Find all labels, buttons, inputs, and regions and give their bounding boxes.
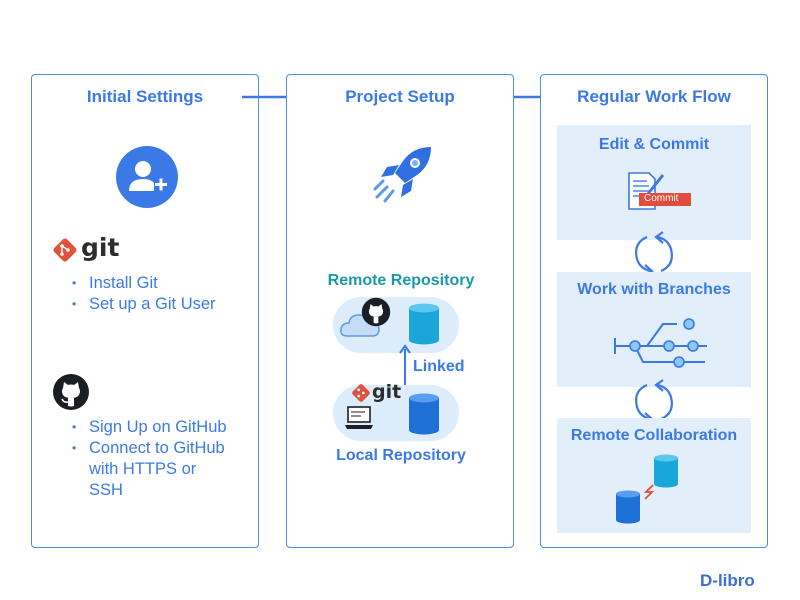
project-setup-title: Project Setup — [345, 87, 455, 106]
list-item-line: SSH — [89, 481, 123, 499]
remote-repository-label: Remote Repository — [327, 272, 475, 289]
brand-logo: D-libro — [700, 571, 755, 591]
step-title: Remote Collaboration — [570, 427, 738, 444]
initial-settings-title: Initial Settings — [86, 87, 204, 106]
list-item: Install Git — [72, 273, 216, 294]
project-setup-panel: Project Setup Remote Repository Linked — [286, 74, 514, 548]
local-repository-label: Local Repository — [336, 447, 466, 464]
add-user-icon — [116, 146, 178, 208]
step-title: Work with Branches — [577, 281, 731, 298]
git-wordmark: git — [372, 381, 402, 403]
rocket-icon — [373, 147, 431, 203]
regular-work-flow-title: Regular Work Flow — [577, 87, 731, 106]
brand-logo-text: D-libro — [700, 571, 755, 590]
cloud-icon — [340, 314, 380, 337]
list-item-line: with HTTPS or — [89, 460, 197, 478]
branch-graph-icon — [614, 318, 707, 368]
git-logo-icon — [352, 384, 370, 402]
linked-label: Linked — [413, 358, 465, 375]
initial-settings-panel: Initial Settings git Install Git Set up … — [31, 74, 259, 548]
laptop-icon — [345, 406, 373, 429]
github-logo-icon — [53, 374, 89, 410]
step-title: Edit & Commit — [598, 136, 710, 153]
step-edit-commit: Edit & Commit Commit — [557, 125, 751, 240]
remote-database-icon — [409, 303, 439, 345]
local-database-icon — [409, 393, 439, 435]
list-item: Sign Up on GitHub — [72, 417, 227, 438]
git-logo-icon — [53, 238, 77, 262]
list-item: Set up a Git User — [72, 294, 216, 315]
list-item: Connect to GitHub with HTTPS or SSH — [72, 438, 227, 501]
git-setup-list: Install Git Set up a Git User — [72, 273, 216, 315]
step-remote-collaboration: Remote Collaboration — [557, 418, 751, 533]
document-edit-icon — [628, 172, 691, 210]
sync-spark-icon — [643, 484, 655, 500]
github-logo-icon — [361, 297, 391, 327]
github-setup-list: Sign Up on GitHub Connect to GitHub with… — [72, 417, 227, 501]
git-wordmark: git — [81, 233, 120, 262]
cycle-arrows-icon — [635, 231, 673, 277]
commit-tag: Commit — [644, 193, 679, 204]
regular-work-flow-panel: Regular Work Flow Edit & Commit Commit W… — [540, 74, 768, 548]
list-item-line: Connect to GitHub — [89, 439, 225, 457]
local-database-icon — [616, 490, 640, 524]
step-work-with-branches: Work with Branches — [557, 272, 751, 387]
remote-database-icon — [654, 454, 678, 488]
